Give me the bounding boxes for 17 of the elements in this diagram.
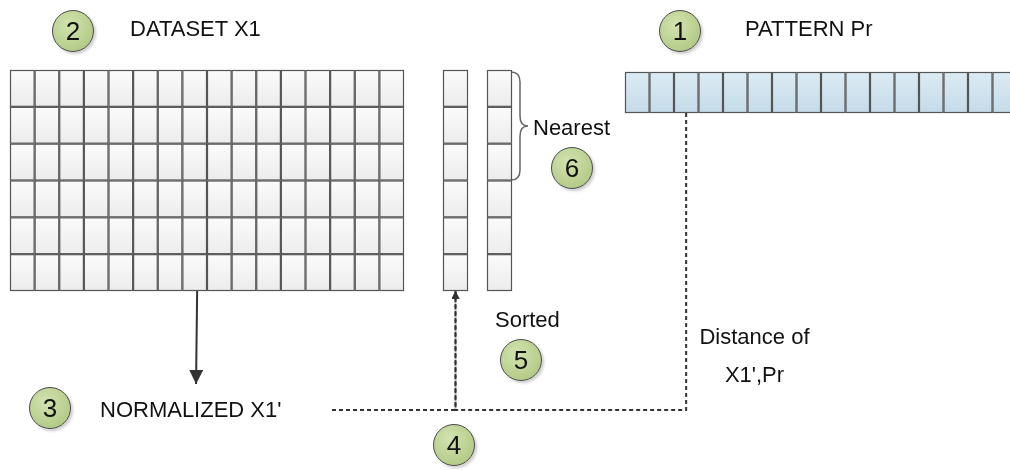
grid-title: DATASET X1: [130, 16, 261, 42]
number-circle: 1: [659, 10, 701, 52]
grid-title: PATTERN Pr: [745, 16, 873, 42]
number-circle: 4: [433, 424, 475, 466]
arrow: [189, 290, 204, 385]
number-circle: 3: [29, 387, 71, 429]
number-circle: 5: [500, 339, 542, 381]
pattern-vector-grid: [625, 72, 1010, 113]
number-circle: 6: [551, 147, 593, 189]
annotation-text: Sorted: [495, 307, 560, 333]
sorted-column-grid: [487, 70, 512, 291]
dashed-arrow: [331, 290, 460, 411]
number-circle: 2: [52, 10, 94, 52]
distance-column-grid: [443, 70, 468, 291]
annotation-text: Nearest: [533, 115, 611, 141]
data-matrix-grid: [10, 70, 404, 291]
node-label: NORMALIZED X1': [100, 384, 332, 436]
